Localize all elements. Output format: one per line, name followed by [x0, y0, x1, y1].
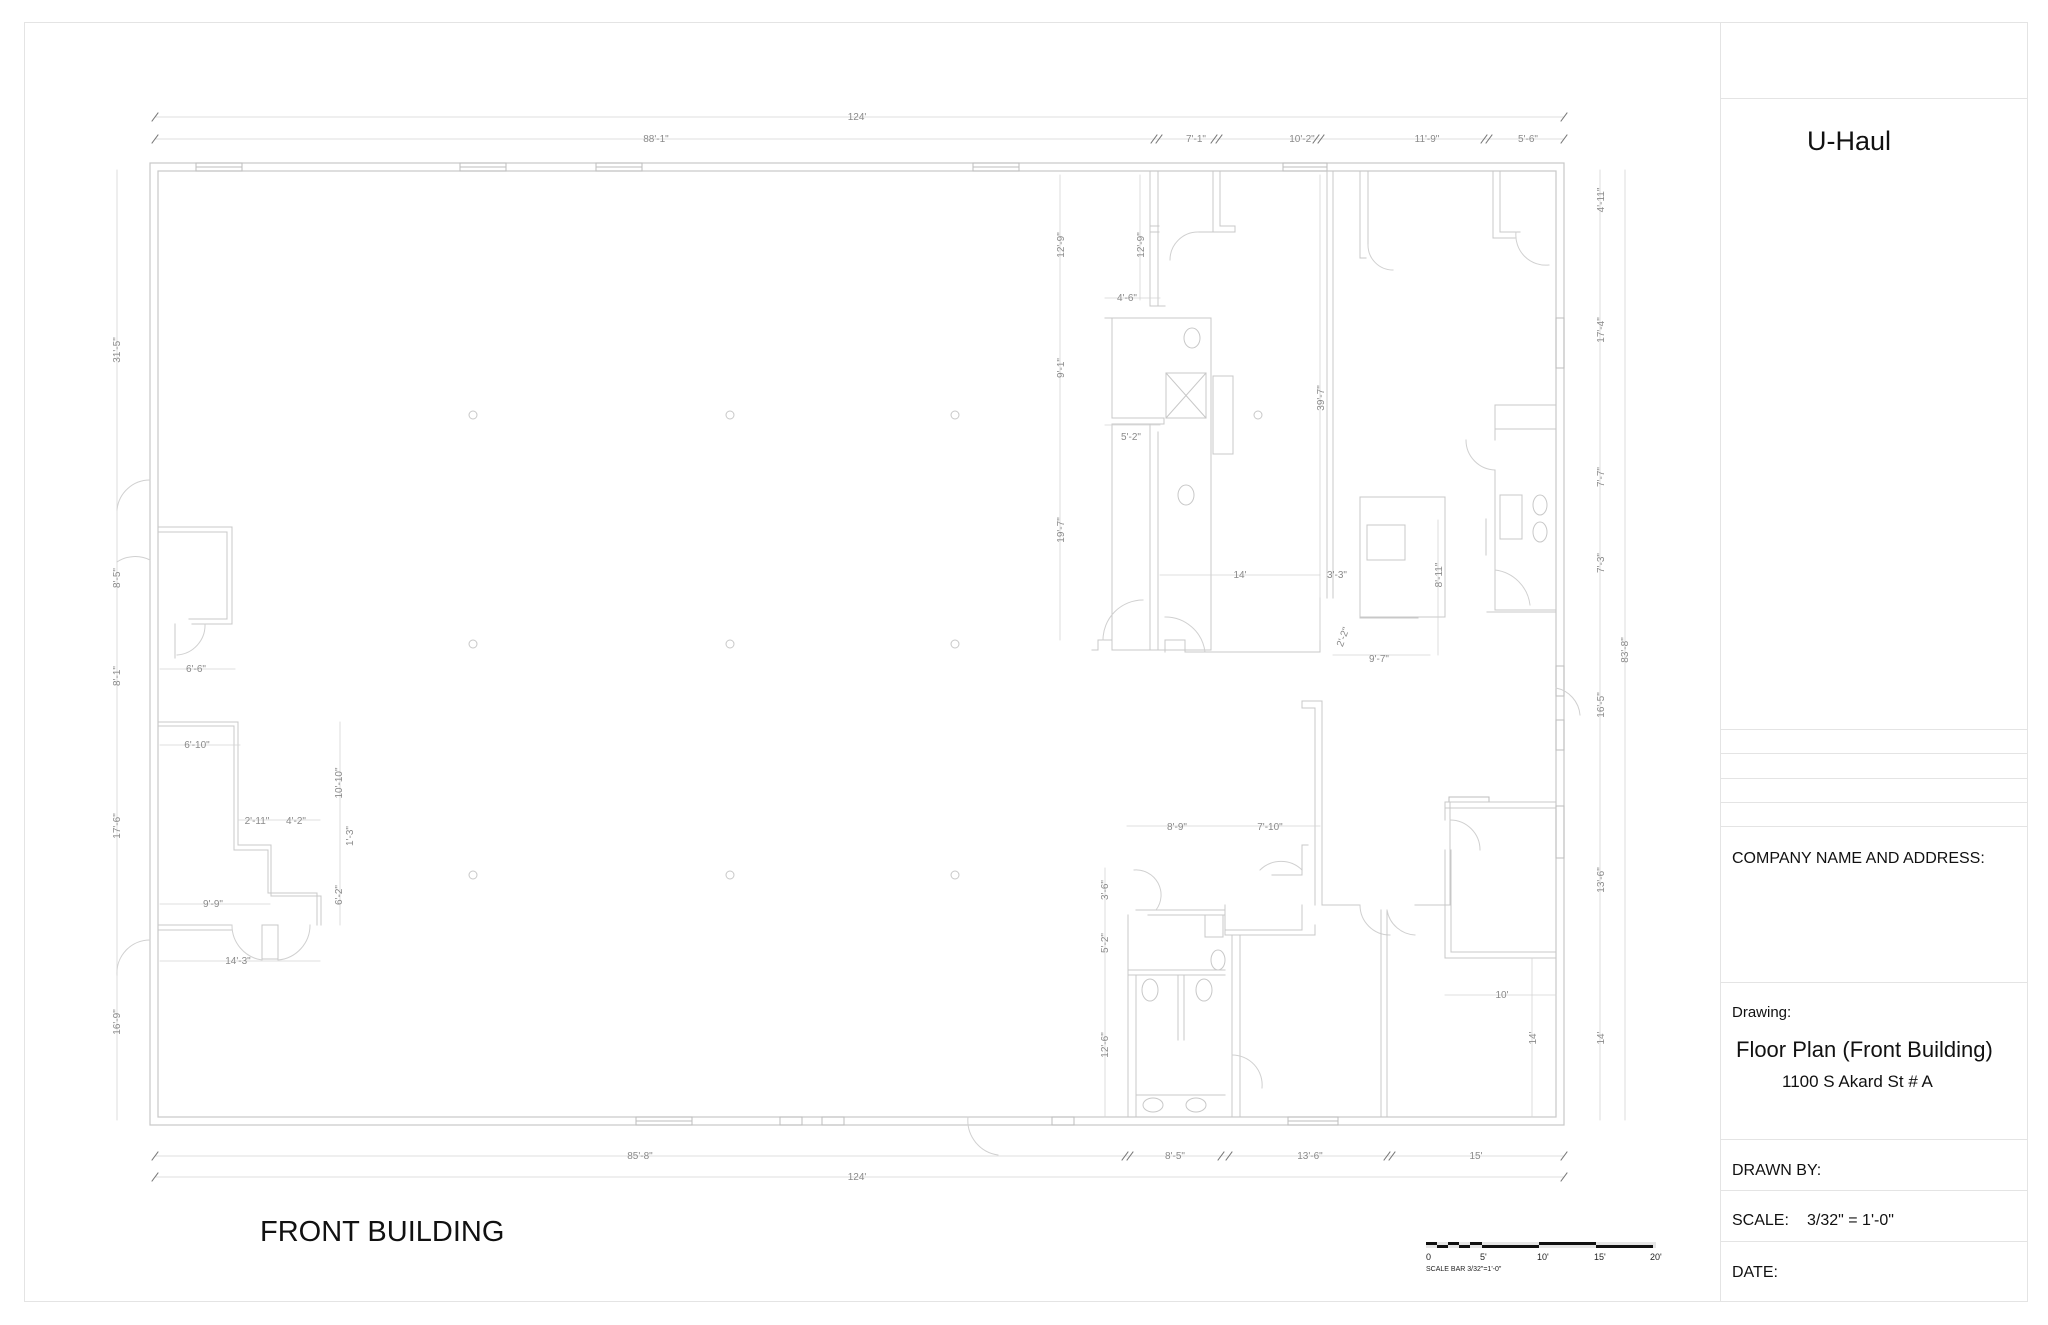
svg-text:39'-7": 39'-7"	[1316, 385, 1327, 411]
drawing-label: Drawing:	[1732, 1004, 1792, 1021]
svg-text:4'-2": 4'-2"	[286, 816, 306, 827]
dimension-ticks	[151, 112, 1568, 1182]
scale-bar-caption: SCALE BAR 3/32"=1'-0"	[1426, 1266, 1502, 1273]
svg-text:7'-1": 7'-1"	[1186, 134, 1206, 145]
svg-text:83'-8": 83'-8"	[1620, 637, 1631, 663]
title-block-divider	[1721, 1139, 2028, 1140]
svg-text:8'-9": 8'-9"	[1167, 822, 1187, 833]
scale-tick: 5'	[1480, 1252, 1487, 1262]
svg-text:5'-2": 5'-2"	[1100, 933, 1111, 953]
interior-walls-upper	[1091, 170, 1557, 653]
svg-text:1'-3": 1'-3"	[345, 826, 356, 846]
title-block-divider	[1721, 1241, 2028, 1242]
columns	[468, 410, 1263, 880]
svg-text:13'-6": 13'-6"	[1596, 867, 1607, 893]
plan-title: FRONT BUILDING	[260, 1216, 505, 1248]
svg-text:4'-6": 4'-6"	[1117, 293, 1137, 304]
svg-text:6'-10": 6'-10"	[184, 740, 210, 751]
title-block-divider	[1721, 98, 2028, 99]
title-block-divider	[1721, 1190, 2028, 1191]
svg-text:15': 15'	[1469, 1151, 1482, 1162]
svg-text:14': 14'	[1233, 570, 1246, 581]
svg-text:7'-3": 7'-3"	[1596, 553, 1607, 573]
svg-text:88'-1": 88'-1"	[643, 134, 669, 145]
exterior-walls	[149, 162, 1565, 1126]
svg-text:8'-5": 8'-5"	[1165, 1151, 1185, 1162]
interior-walls-lower	[967, 687, 1581, 1156]
title-block-divider	[1721, 753, 2028, 754]
title-block-divider	[1721, 982, 2028, 983]
svg-text:8'-11": 8'-11"	[1434, 562, 1445, 587]
title-block-divider	[1721, 826, 2028, 827]
svg-text:5'-6": 5'-6"	[1518, 134, 1538, 145]
title-block-divider	[1721, 802, 2028, 803]
scale-label: SCALE:	[1732, 1212, 1789, 1229]
svg-text:11'-9": 11'-9"	[1415, 134, 1440, 145]
svg-text:10'-2": 10'-2"	[1289, 134, 1315, 145]
date-label: DATE:	[1732, 1264, 1778, 1281]
svg-text:124': 124'	[848, 112, 867, 123]
svg-text:12'-9": 12'-9"	[1136, 232, 1147, 258]
svg-text:14': 14'	[1528, 1031, 1539, 1044]
svg-text:8'-1": 8'-1"	[112, 666, 123, 686]
svg-text:2'-11": 2'-11"	[245, 816, 270, 827]
dimension-labels: 124' 88'-1" 7'-1" 10'-2" 11'-9" 5'-6" 85…	[112, 112, 1631, 1183]
svg-text:9'-9": 9'-9"	[203, 899, 223, 910]
svg-text:10'-10": 10'-10"	[334, 767, 345, 798]
svg-text:4'-11": 4'-11"	[1596, 187, 1607, 212]
svg-text:17'-4": 17'-4"	[1596, 317, 1607, 343]
svg-text:16'-9": 16'-9"	[112, 1009, 123, 1035]
scale-tick: 20'	[1650, 1252, 1662, 1262]
scale-tick: 10'	[1537, 1252, 1549, 1262]
svg-text:2'-2": 2'-2"	[1335, 625, 1352, 648]
svg-text:124': 124'	[848, 1172, 867, 1183]
company-name: U-Haul	[1807, 126, 1892, 156]
svg-text:7'-10": 7'-10"	[1257, 822, 1283, 833]
title-block-divider	[1721, 729, 2028, 730]
svg-text:12'-9": 12'-9"	[1056, 232, 1067, 258]
drawn-by-label: DRAWN BY:	[1732, 1162, 1822, 1179]
svg-text:3'-3": 3'-3"	[1327, 570, 1347, 581]
windows	[195, 162, 1565, 1126]
svg-text:6'-2": 6'-2"	[334, 885, 345, 905]
drawing-sheet-border	[24, 22, 2028, 1302]
title-block: U-Haul COMPANY NAME AND ADDRESS: Drawing…	[1720, 22, 2028, 1302]
svg-text:85'-8": 85'-8"	[627, 1151, 653, 1162]
svg-text:6'-6": 6'-6"	[186, 664, 206, 675]
svg-text:14'-3": 14'-3"	[225, 956, 251, 967]
drawing-address: 1100 S Akard St # A	[1782, 1072, 1933, 1091]
svg-text:13'-6": 13'-6"	[1297, 1151, 1323, 1162]
drawing-title: Floor Plan (Front Building)	[1736, 1037, 1993, 1062]
svg-text:7'-7": 7'-7"	[1596, 467, 1607, 487]
svg-text:9'-1": 9'-1"	[1056, 358, 1067, 378]
scale-bar: 0 5' 10' 15' 20' SCALE BAR 3/32"=1'-0"	[1426, 1240, 1666, 1280]
scale-tick: 15'	[1594, 1252, 1606, 1262]
scale-value: 3/32" = 1'-0"	[1807, 1212, 1894, 1229]
scale-tick: 0	[1426, 1252, 1432, 1262]
svg-text:19'-7": 19'-7"	[1056, 517, 1067, 543]
svg-text:5'-2": 5'-2"	[1121, 432, 1141, 443]
svg-text:10': 10'	[1495, 990, 1508, 1001]
svg-text:9'-7": 9'-7"	[1369, 654, 1389, 665]
title-block-divider	[1721, 778, 2028, 779]
svg-text:16'-5": 16'-5"	[1596, 692, 1607, 718]
company-name-address-label: COMPANY NAME AND ADDRESS:	[1732, 850, 1985, 867]
svg-text:31'-5": 31'-5"	[112, 337, 123, 363]
dimension-lines	[116, 116, 1626, 1178]
svg-text:3'-6": 3'-6"	[1100, 880, 1111, 900]
svg-text:8'-5": 8'-5"	[112, 568, 123, 588]
svg-text:14': 14'	[1596, 1031, 1607, 1044]
svg-text:12'-6": 12'-6"	[1100, 1032, 1111, 1058]
svg-text:17'-6": 17'-6"	[112, 813, 123, 839]
